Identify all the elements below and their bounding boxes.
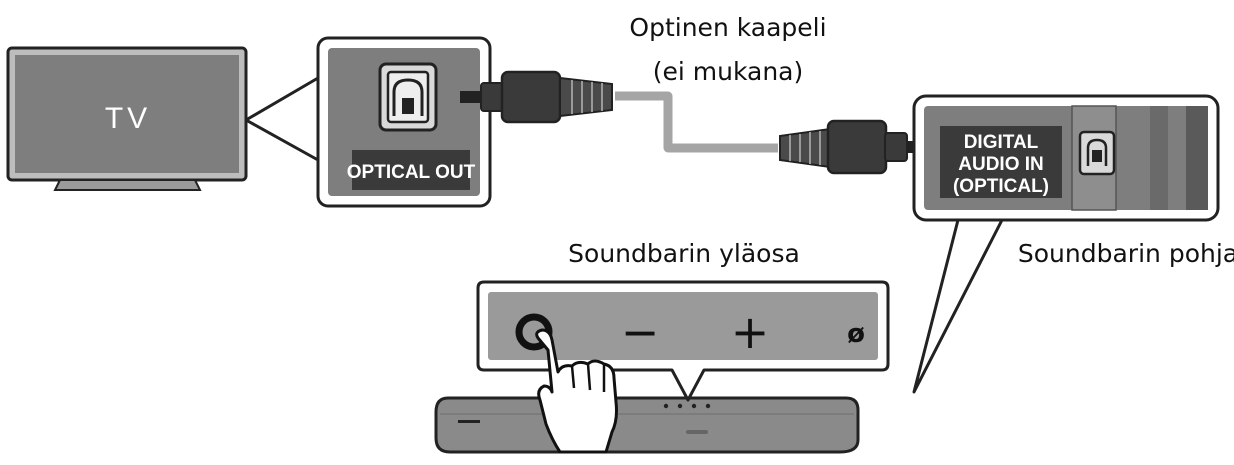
left-plug-body xyxy=(500,70,562,124)
soundbar-top-buttons xyxy=(663,403,711,409)
soundbar xyxy=(434,396,860,454)
tv-optical-port-panel: OPTICAL OUT xyxy=(316,36,492,208)
tv-stand xyxy=(53,179,202,191)
right-plug-body xyxy=(826,119,888,175)
sb-port-label-line1: DIGITAL xyxy=(964,132,1039,153)
soundbar-top-label: Soundbarin yläosa xyxy=(568,239,800,268)
sb-optical-port-icon xyxy=(1078,130,1116,176)
sb-port-label-bg xyxy=(940,126,1062,198)
tv-port-label: OPTICAL OUT xyxy=(347,162,476,183)
cable-note: (ei mukana) xyxy=(653,57,804,86)
soundbar-logo xyxy=(686,430,708,434)
volume-down-button[interactable]: − xyxy=(621,305,660,359)
soundbar-bottom-label: Soundbarin pohja xyxy=(1018,239,1234,268)
tv-label: TV xyxy=(105,102,151,135)
soundbar-led xyxy=(458,420,480,423)
tv: TV xyxy=(6,46,248,191)
soundbar-port-panel: DIGITAL AUDIO IN (OPTICAL) xyxy=(912,94,1220,222)
soundbar-top-panel xyxy=(476,280,890,402)
sb-port-label-line2: AUDIO IN xyxy=(958,154,1044,175)
tv-callout-pointer xyxy=(244,76,320,162)
bluetooth-button[interactable]: ø xyxy=(847,319,865,349)
sb-bottom-callout-pointer xyxy=(912,218,1004,394)
cable-label: Optinen kaapeli xyxy=(629,13,826,42)
left-plug-tip xyxy=(460,91,482,103)
tv-screen xyxy=(15,55,239,173)
volume-up-button[interactable]: + xyxy=(731,305,770,359)
tv-port-label-bg xyxy=(352,150,470,190)
hand-icon xyxy=(535,328,618,454)
optical-cable xyxy=(460,70,932,175)
optical-port-icon xyxy=(378,62,438,132)
sb-port-label-line3: (OPTICAL) xyxy=(953,176,1049,197)
